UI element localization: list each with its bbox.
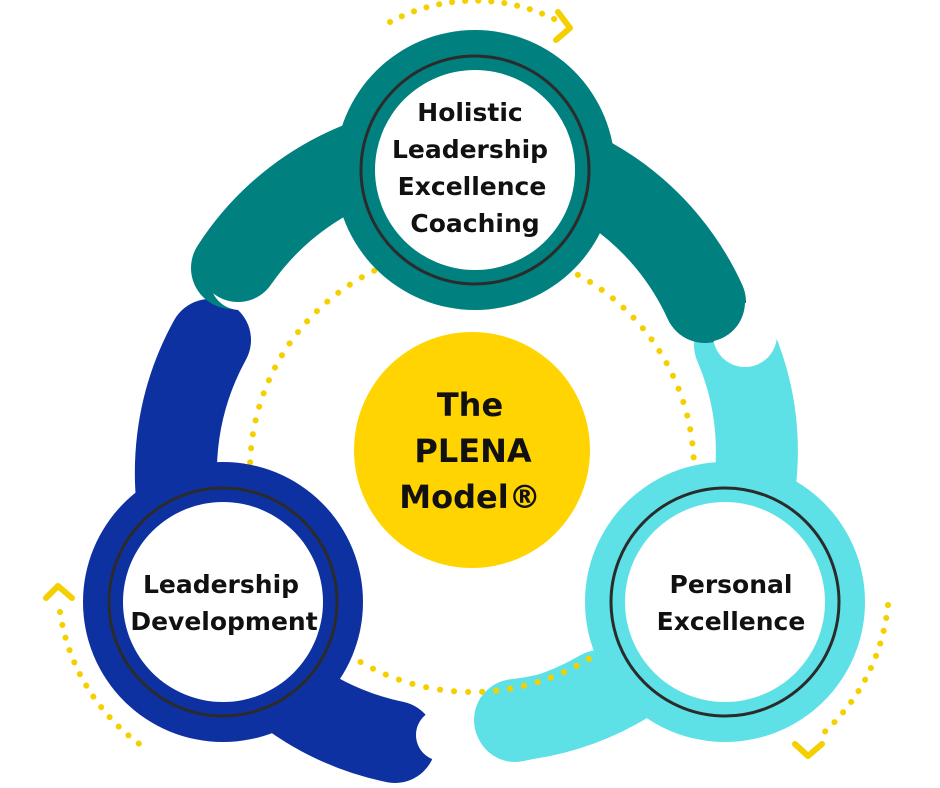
node-top-line4: Coaching	[410, 209, 539, 238]
node-right-ring	[609, 486, 841, 718]
outer-dotted-arc-right	[817, 602, 891, 739]
outer-dotted-arc-top	[387, 0, 563, 25]
chevron-up-icon	[43, 583, 75, 601]
center-circle	[354, 332, 590, 568]
node-left-inner	[123, 502, 323, 702]
chevron-down-icon	[792, 741, 825, 759]
node-right-line2: Excellence	[657, 607, 806, 636]
node-left-line2: Development	[130, 607, 317, 636]
node-left-ring	[107, 486, 339, 718]
node-left-line1: Leadership	[143, 570, 299, 599]
node-top: Holistic Leadership Excellence Coaching	[335, 30, 615, 310]
chevron-right-icon	[553, 9, 573, 43]
gap-bottom	[416, 709, 468, 761]
outer-dotted-arc-left	[57, 609, 148, 751]
node-top-line3: Excellence	[398, 172, 547, 201]
node-top-ring	[359, 54, 591, 286]
center-node: The PLENA Model®	[354, 332, 590, 568]
center-line2: PLENA	[414, 432, 531, 470]
node-top-line2: Leadership	[392, 135, 548, 164]
node-left: Leadership Development	[83, 462, 363, 742]
node-top-inner	[375, 70, 575, 270]
node-right-line1: Personal	[670, 570, 793, 599]
node-right-inner	[625, 502, 825, 702]
node-top-line1: Holistic	[417, 98, 522, 127]
node-right: Personal Excellence	[585, 462, 865, 742]
center-line3: Model®	[399, 478, 540, 516]
cyan-arm-overlay	[475, 650, 640, 762]
center-line1: The	[437, 386, 503, 424]
